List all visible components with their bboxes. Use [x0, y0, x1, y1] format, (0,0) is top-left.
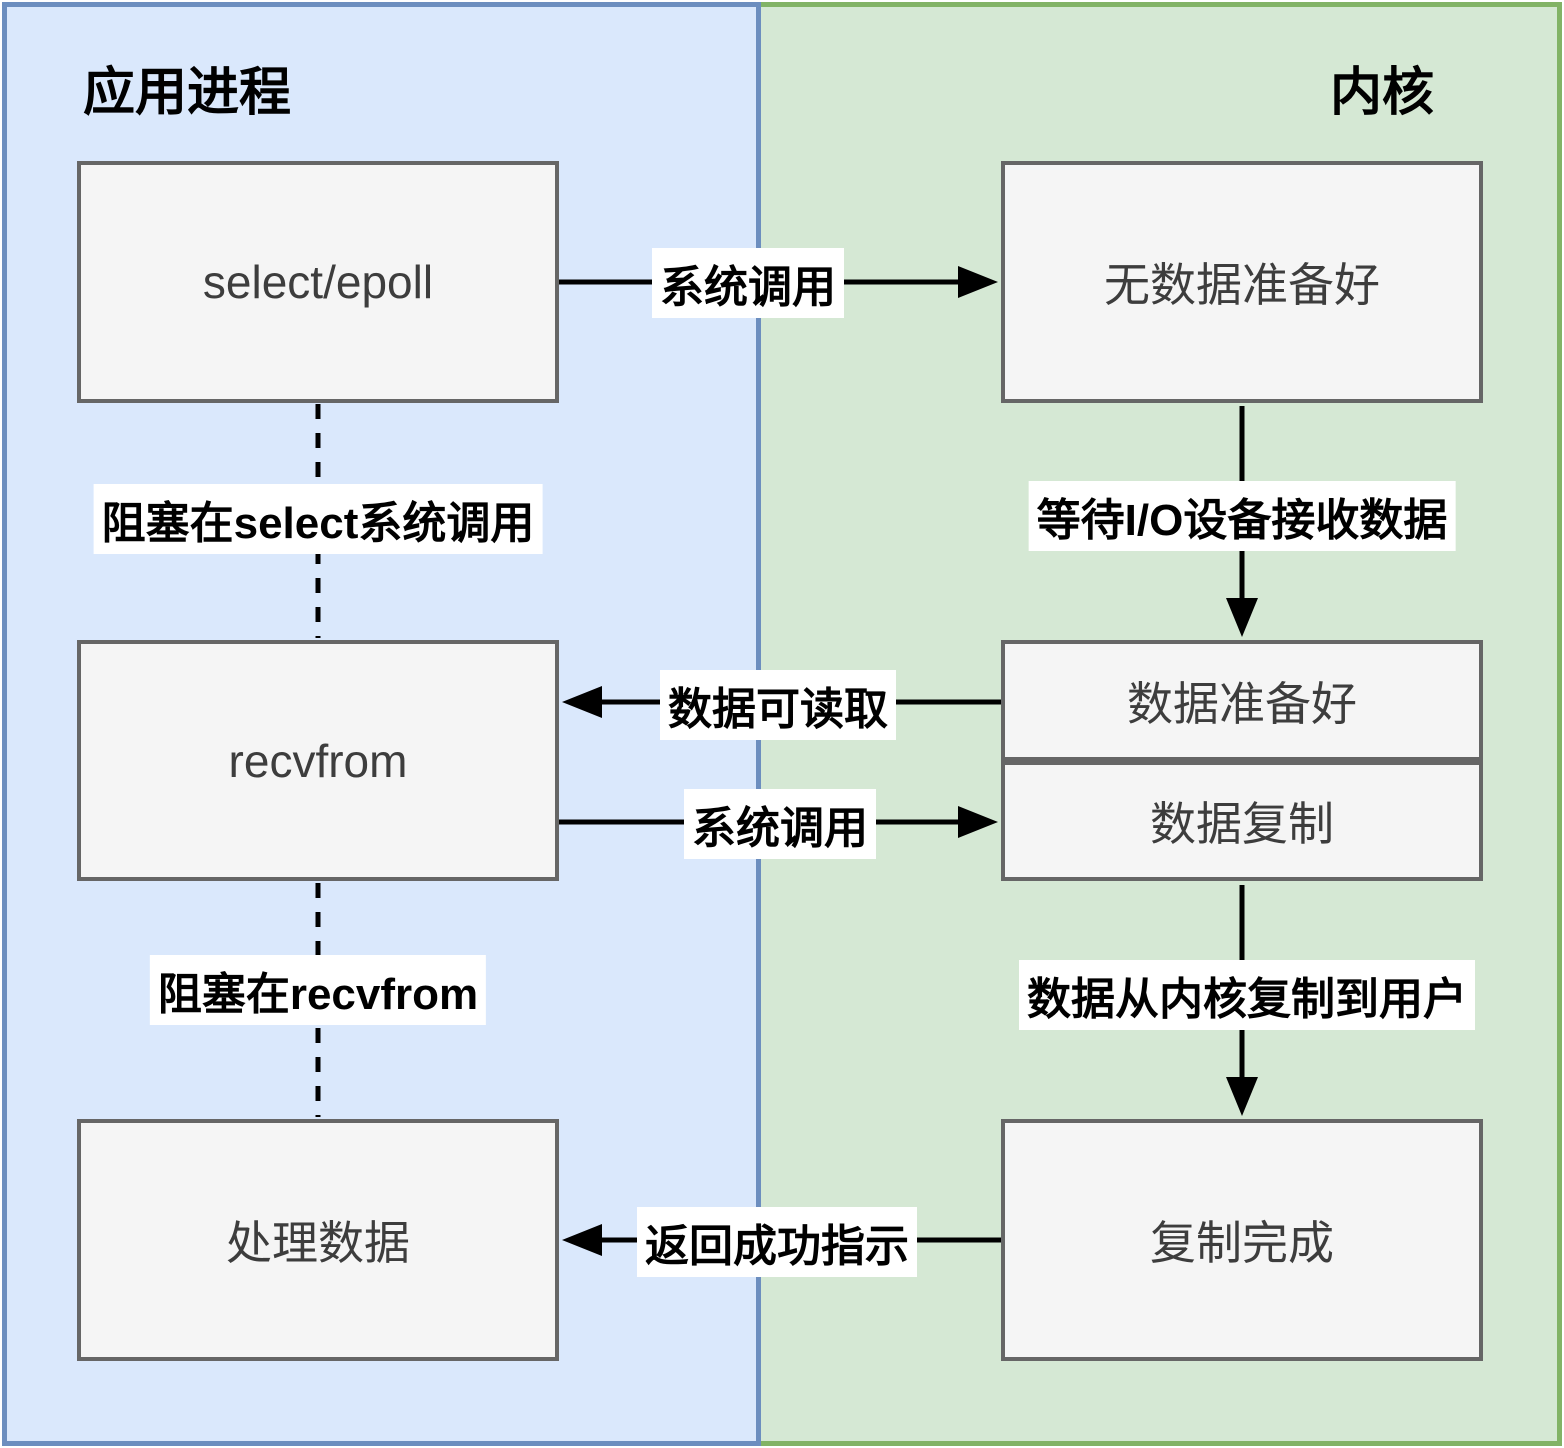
box-recvfrom-label: recvfrom	[228, 734, 408, 787]
panel-title-kernel: 内核	[1330, 64, 1435, 122]
edge-label-block-recvfrom: 阻塞在recvfrom	[149, 955, 487, 1025]
edge-label-data-readable: 数据可读取	[660, 670, 896, 740]
box-select-epoll-label: select/epoll	[202, 256, 434, 308]
panel-title-application-process: 应用进程	[83, 64, 292, 122]
box-copy-done: 复制完成	[1001, 1119, 1483, 1361]
box-no-data-ready-label: 无数据准备好	[1104, 259, 1380, 311]
box-data-ready-label: 数据准备好	[1127, 677, 1357, 730]
edge-label-return-success: 返回成功指示	[637, 1207, 917, 1277]
box-copy-done-label: 复制完成	[1150, 1217, 1334, 1269]
edge-label-syscall-2: 系统调用	[684, 789, 876, 859]
box-recvfrom: recvfrom	[77, 640, 559, 881]
edge-label-copy-kernel-to-user: 数据从内核复制到用户	[1019, 960, 1475, 1030]
box-data-copy: 数据复制	[1001, 761, 1483, 881]
box-select-epoll: select/epoll	[77, 161, 559, 403]
edge-label-syscall-1: 系统调用	[652, 248, 844, 318]
box-no-data-ready: 无数据准备好	[1001, 161, 1483, 403]
box-data-copy-label: 数据复制	[1150, 798, 1334, 850]
box-data-ready: 数据准备好	[1001, 640, 1483, 761]
box-process-data: 处理数据	[77, 1119, 559, 1361]
edge-label-block-select: 阻塞在select系统调用	[93, 484, 543, 554]
edge-label-wait-io: 等待I/O设备接收数据	[1028, 481, 1456, 551]
box-process-data-label: 处理数据	[226, 1217, 410, 1269]
